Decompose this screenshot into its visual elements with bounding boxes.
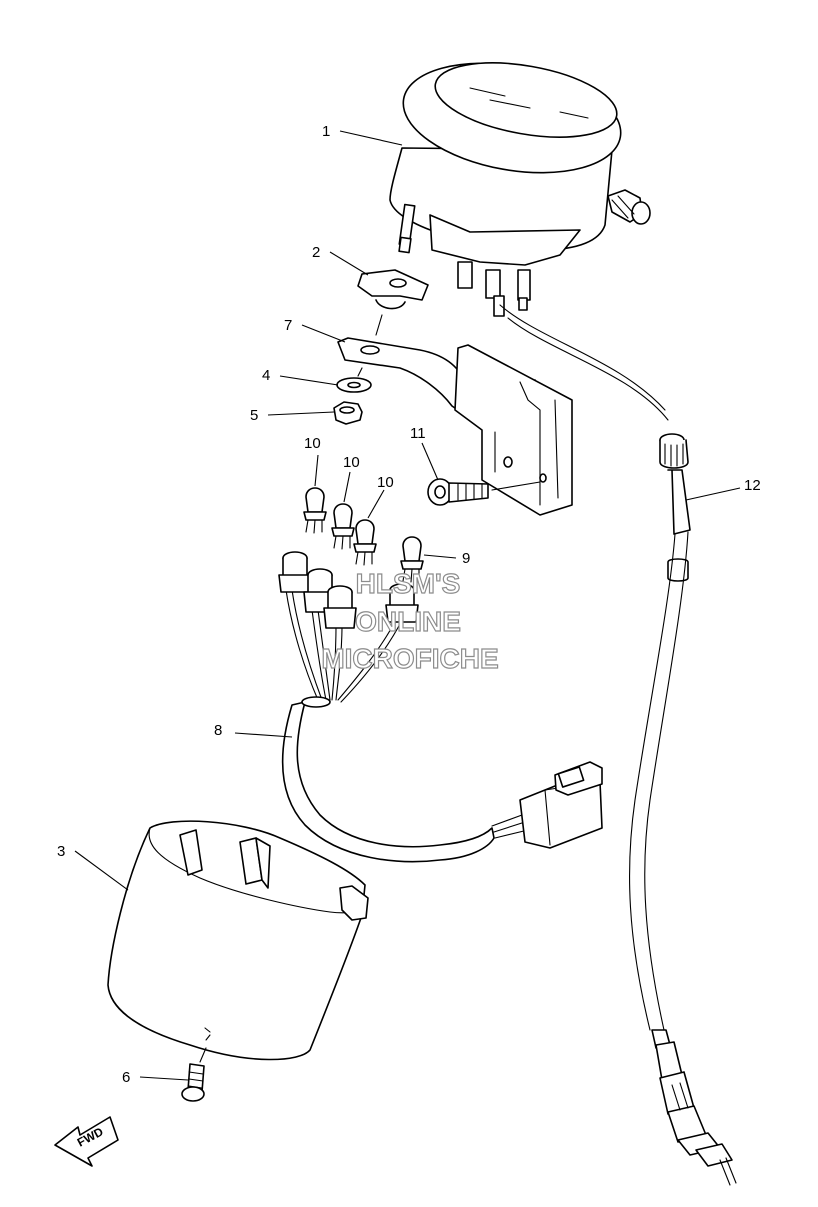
callout-10c: 10 [377, 474, 394, 491]
callout-1: 1 [322, 123, 330, 140]
watermark: HLSM'S ONLINE MICROFICHE [321, 567, 500, 674]
socket [385, 583, 419, 623]
bulb-10c [353, 519, 377, 566]
bulb-10a [303, 487, 327, 534]
callout-12: 12 [744, 477, 761, 494]
socket-cord [278, 551, 603, 863]
bolt [427, 478, 541, 506]
watermark-line-1: HLSM'S [356, 568, 461, 599]
callouts: 1 2 7 4 5 10 10 10 11 9 12 8 3 6 [57, 123, 761, 1086]
connector [519, 761, 603, 849]
callout-10a: 10 [304, 435, 321, 452]
callout-10b: 10 [343, 454, 360, 471]
callout-2: 2 [312, 244, 320, 261]
callout-3: 3 [57, 843, 65, 860]
callout-6: 6 [122, 1069, 130, 1086]
bulb-9 [400, 536, 424, 583]
socket [278, 551, 312, 593]
callout-8: 8 [214, 722, 222, 739]
damper [357, 269, 429, 336]
callout-7: 7 [284, 317, 292, 334]
watermark-line-3: MICROFICHE [321, 643, 498, 674]
nut [333, 401, 363, 425]
callout-11: 11 [410, 425, 426, 442]
meter-cover [107, 820, 369, 1061]
meter-cable [499, 304, 737, 1186]
callout-5: 5 [250, 407, 258, 424]
bulb-10b [331, 503, 355, 550]
screw [181, 1047, 207, 1102]
meter-assembly [389, 62, 651, 317]
socket [323, 585, 357, 629]
bracket [337, 337, 573, 516]
callout-4: 4 [262, 367, 270, 384]
washer [336, 367, 372, 393]
watermark-line-2: ONLINE [355, 606, 461, 637]
callout-9: 9 [462, 550, 470, 567]
fwd-arrow-icon: FWD [54, 1116, 119, 1167]
